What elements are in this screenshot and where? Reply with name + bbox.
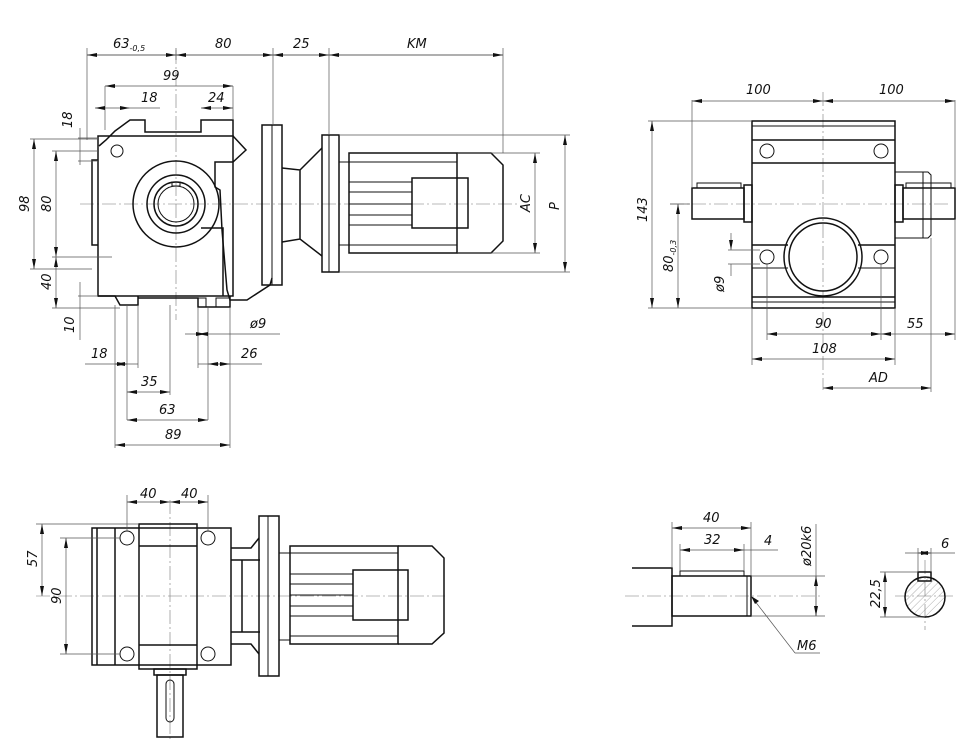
dim-phi9-label: ø9 bbox=[249, 317, 266, 332]
dim-40-left-label: 40 bbox=[140, 487, 157, 502]
dim-ad-label: AD bbox=[868, 371, 888, 386]
dim-4-label: 4 bbox=[764, 534, 772, 549]
motor-body bbox=[348, 152, 458, 254]
dim-80-left-label: 80 bbox=[40, 195, 55, 212]
bolt-hole bbox=[200, 530, 216, 546]
shaft-detail: 40 32 4 ø20k6 M6 bbox=[625, 511, 825, 654]
bolt-hole bbox=[759, 249, 775, 265]
dim-phi9-side-label: ø9 bbox=[713, 276, 728, 293]
dim-80-label: 80 bbox=[215, 37, 232, 52]
side-view: 100 100 143 80-0,3 ø9 90 55 108 AD bbox=[636, 83, 956, 392]
flange bbox=[258, 515, 280, 677]
side-plate bbox=[91, 159, 98, 246]
dim-143-label: 143 bbox=[636, 197, 651, 222]
dim-25-label: 25 bbox=[293, 37, 310, 52]
gearbox-body bbox=[97, 135, 234, 297]
dim-22-5-label: 22,5 bbox=[869, 579, 884, 608]
dim-40-right-label: 40 bbox=[181, 487, 198, 502]
adaptor bbox=[231, 537, 260, 655]
bolt-hole bbox=[759, 143, 775, 159]
shaft-left-collar bbox=[743, 184, 753, 223]
dim-55-label: 55 bbox=[907, 317, 924, 332]
gear-housing-circle bbox=[132, 160, 220, 248]
dim-m6-label: M6 bbox=[797, 639, 817, 654]
motor-fan-cover bbox=[457, 152, 504, 254]
dim-63-bottom-label: 63 bbox=[159, 403, 176, 418]
bolt-hole bbox=[200, 646, 216, 662]
output-shaft-keyway bbox=[165, 679, 175, 723]
dim-km-label: KM bbox=[407, 37, 427, 52]
bore-outer-circle bbox=[146, 174, 206, 234]
shaft-right-collar bbox=[894, 184, 904, 223]
dim-6-label: 6 bbox=[941, 537, 949, 552]
output-shaft bbox=[156, 674, 184, 738]
dim-18-bottom-label: 18 bbox=[91, 347, 108, 362]
shaft-right-housing bbox=[895, 171, 932, 239]
top-view: 40 40 57 90 bbox=[26, 487, 445, 740]
dim-57-label: 57 bbox=[26, 550, 41, 567]
foot-hatch-left bbox=[197, 297, 207, 308]
dim-24-label: 24 bbox=[208, 91, 225, 106]
dim-phi20-label: ø20k6 bbox=[800, 526, 815, 567]
foot-left bbox=[98, 295, 139, 306]
housing-step bbox=[201, 227, 224, 296]
housing-body bbox=[91, 527, 232, 666]
output-bore-inner bbox=[788, 222, 858, 292]
bolt-hole bbox=[873, 143, 889, 159]
dim-26-label: 26 bbox=[241, 347, 258, 362]
shaft-right-key bbox=[905, 182, 952, 189]
key-slot bbox=[917, 571, 932, 582]
dim-80-side-label: 80-0,3 bbox=[662, 240, 678, 272]
shaft-key bbox=[679, 570, 745, 577]
motor-flange bbox=[321, 134, 340, 273]
section-hatch bbox=[905, 577, 945, 617]
dim-90-side-label: 90 bbox=[815, 317, 832, 332]
shaft-section: 6 22,5 bbox=[869, 537, 955, 630]
dim-10-label: 10 bbox=[63, 316, 78, 333]
keyway bbox=[171, 181, 181, 187]
terminal-box bbox=[352, 569, 409, 621]
dim-40-left-label: 40 bbox=[40, 273, 55, 290]
shaft-right bbox=[902, 187, 956, 220]
dim-ac-label: AC bbox=[519, 193, 534, 213]
dim-40-shaft-label: 40 bbox=[703, 511, 720, 526]
dim-90-top-label: 90 bbox=[50, 587, 65, 604]
dim-100-right-label: 100 bbox=[879, 83, 904, 98]
dim-35-label: 35 bbox=[141, 375, 158, 390]
output-bore-outer bbox=[783, 217, 863, 297]
front-view: 63-0,5 80 25 KM 99 18 24 18 98 80 40 10 bbox=[18, 37, 570, 448]
dim-99-label: 99 bbox=[163, 69, 180, 84]
bolt-hole bbox=[119, 646, 135, 662]
shaft-shoulder bbox=[632, 567, 673, 627]
dim-89-label: 89 bbox=[165, 428, 182, 443]
terminal-box bbox=[411, 177, 469, 229]
dim-63-label: 63-0,5 bbox=[113, 37, 145, 53]
gearbox-housing-outline bbox=[98, 119, 273, 301]
dim-100-left-label: 100 bbox=[746, 83, 771, 98]
bolt-hole bbox=[873, 249, 889, 265]
bolt-hole bbox=[110, 144, 124, 158]
shaft-left bbox=[691, 187, 745, 220]
bolt-hole bbox=[119, 530, 135, 546]
dim-108-label: 108 bbox=[812, 342, 837, 357]
dim-18-top-label: 18 bbox=[141, 91, 158, 106]
m6-leader-arrow bbox=[751, 596, 759, 604]
dim-p-label: P bbox=[548, 202, 563, 210]
dim-32-label: 32 bbox=[704, 533, 721, 548]
m6-leader bbox=[750, 595, 796, 654]
dim-98-label: 98 bbox=[18, 195, 33, 212]
dim-18-left-label: 18 bbox=[61, 111, 76, 128]
shaft-left-key bbox=[696, 182, 742, 189]
foot-hatch-right bbox=[215, 297, 231, 308]
motor-fan-cover bbox=[398, 545, 445, 645]
adaptor-cone bbox=[281, 147, 323, 257]
